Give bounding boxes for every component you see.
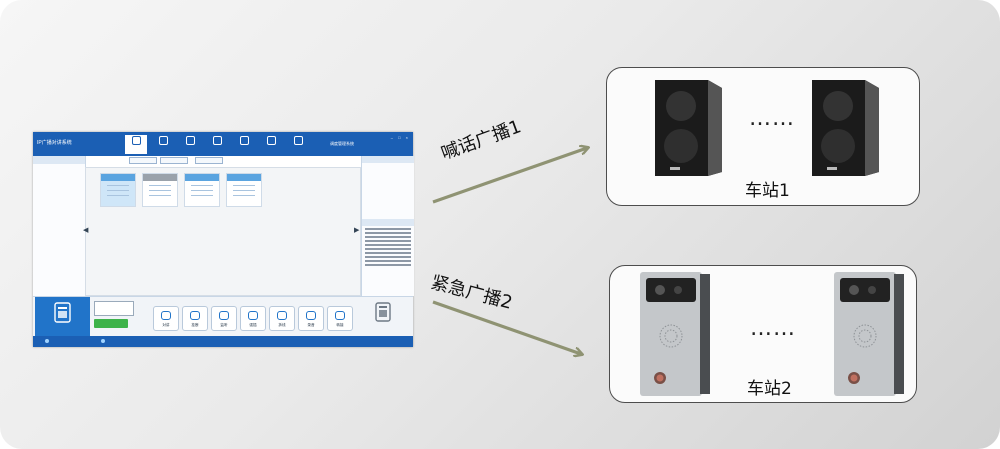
station-2-box: …… 车站2 (609, 265, 917, 403)
hangup-icon (190, 311, 200, 320)
intercom-panel-icon (834, 272, 904, 396)
headset-icon (219, 311, 229, 320)
number-input[interactable] (94, 301, 134, 316)
terminal-area (85, 167, 361, 296)
center-toolbar-button[interactable] (129, 157, 157, 164)
log-line (365, 248, 411, 250)
function-button-record[interactable]: 录音 (298, 306, 324, 331)
toolbar-item-3[interactable] (179, 135, 201, 154)
window-controls[interactable]: – □ × (390, 135, 410, 140)
scroll-left-arrow[interactable]: ◀ (83, 227, 89, 234)
monitor-icon (131, 136, 141, 145)
user-icon (306, 311, 316, 320)
desk-phone-icon (54, 302, 71, 323)
toolbar-icon (185, 136, 195, 145)
station-1-ellipsis: …… (749, 106, 795, 131)
function-button-listen[interactable]: 监听 (211, 306, 237, 331)
toolbar-icon (158, 136, 168, 145)
toolbar-item-5[interactable] (233, 135, 255, 154)
secondary-phone-box (355, 297, 411, 337)
dial-button[interactable] (94, 319, 128, 328)
function-button-disconnect[interactable]: 拆线 (269, 306, 295, 331)
log-line (365, 264, 411, 266)
station-2-label: 车站2 (747, 379, 792, 399)
phone-icon (161, 311, 171, 320)
function-button-hangup[interactable]: 挂断 (182, 306, 208, 331)
left-panel-header (33, 156, 85, 164)
phone-icon (277, 311, 287, 320)
toolbar-item-4[interactable] (206, 135, 228, 154)
scroll-right-arrow[interactable]: ▶ (354, 227, 360, 234)
system-name: 调度管理系统 (330, 141, 354, 146)
terminal-card[interactable] (142, 173, 178, 207)
log-line (365, 228, 411, 230)
log-line (365, 244, 411, 246)
log-line (365, 256, 411, 258)
toolbar-item-2[interactable] (152, 135, 174, 154)
right-panel-header (362, 156, 414, 163)
bottom-panel: 对讲 挂断 监听 强插 拆线 录音 转接 (33, 296, 413, 337)
function-button-intercom[interactable]: 对讲 (153, 306, 179, 331)
operator-phone-box (35, 297, 90, 337)
center-toolbar-button[interactable] (160, 157, 188, 164)
center-panel: ◀ ▶ (83, 156, 361, 296)
intercom-panel-icon (640, 272, 710, 396)
wall-speaker-icon (655, 80, 722, 176)
log-line (365, 252, 411, 254)
arrow-to-station-1 (432, 148, 587, 204)
center-toolbar-button[interactable] (195, 157, 223, 164)
phone-icon (248, 311, 258, 320)
transfer-icon (335, 311, 345, 320)
toolbar-icon (266, 136, 276, 145)
desk-phone-icon (375, 302, 391, 322)
station-1-box: …… 车站1 (606, 67, 920, 206)
wall-speaker-icon (812, 80, 879, 176)
arrow-to-station-2 (432, 300, 581, 354)
center-toolbar (85, 156, 361, 165)
terminal-card[interactable] (100, 173, 136, 207)
dispatch-software-screenshot: IP广播对讲系统 调度管理系统 – □ × (33, 132, 414, 347)
log-line (365, 260, 411, 262)
status-icon (45, 339, 49, 343)
terminal-card[interactable] (184, 173, 220, 207)
log-line (365, 236, 411, 238)
log-header (362, 219, 414, 226)
status-icon (101, 339, 105, 343)
function-button-barge[interactable]: 强插 (240, 306, 266, 331)
toolbar-item-7[interactable] (287, 135, 309, 154)
toolbar-icon (293, 136, 303, 145)
app-title: IP广播对讲系统 (37, 140, 72, 146)
log-line (365, 240, 411, 242)
log-line (365, 232, 411, 234)
toolbar-icon (212, 136, 222, 145)
toolbar-item-6[interactable] (260, 135, 282, 154)
station-1-label: 车站1 (745, 181, 790, 201)
app-title-bar: IP广播对讲系统 调度管理系统 – □ × (33, 132, 413, 156)
station-2-ellipsis: …… (750, 316, 796, 341)
toolbar-item-1[interactable] (125, 135, 147, 154)
function-button-transfer[interactable]: 转接 (327, 306, 353, 331)
right-panel (361, 156, 414, 296)
terminal-card[interactable] (226, 173, 262, 207)
status-bar (33, 336, 413, 347)
toolbar-icon (239, 136, 249, 145)
